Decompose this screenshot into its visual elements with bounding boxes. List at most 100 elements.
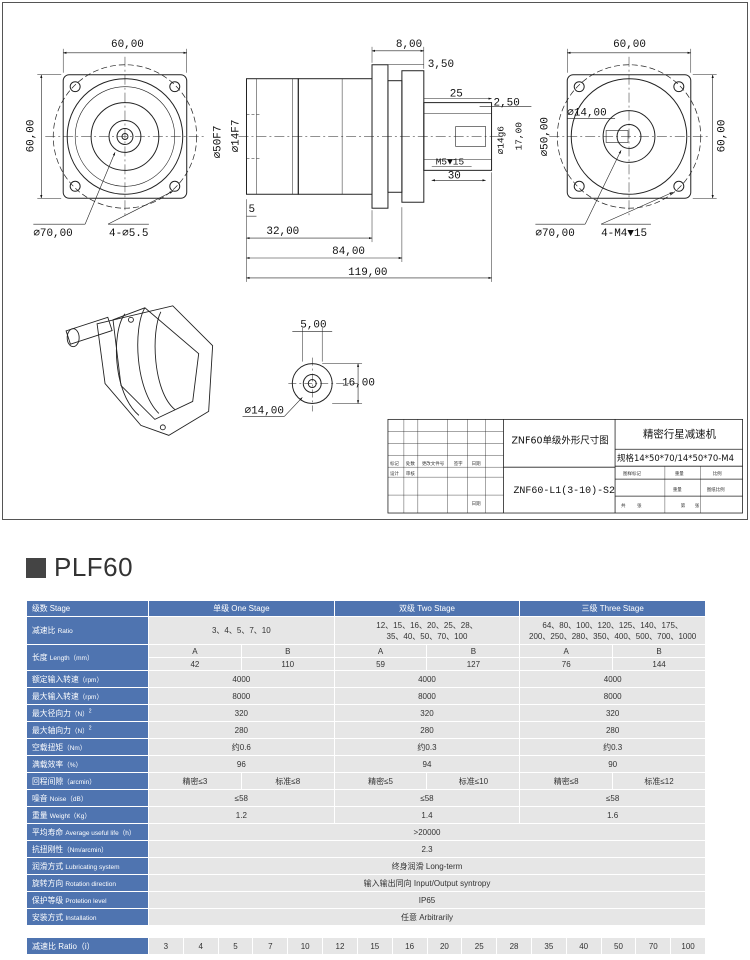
label-en: Length（mm） — [49, 655, 94, 662]
dim-rear-width: 60,00 — [613, 39, 646, 51]
label-en: （arcmin） — [63, 778, 96, 786]
ratio-cell: 40 — [565, 937, 602, 955]
dim-5: 5 — [248, 204, 255, 216]
cell: 59 — [333, 657, 428, 671]
dim-17: 17,00 — [513, 122, 524, 151]
dimension-labels: 60,00 60,00 ⌀70,00 4-⌀5.5 8,00 3,50 25 2… — [25, 39, 728, 418]
table-row: 润滑方式 Lubricating system 终身润滑 Long-term — [26, 857, 706, 875]
label-cn: 保护等级 — [32, 895, 64, 905]
ratio-label: 减速比 Ratio（i） — [26, 937, 149, 955]
cell: 精密≤5 — [333, 772, 428, 790]
ratio-cell: 25 — [461, 937, 498, 955]
label-en: （rpm） — [78, 676, 103, 684]
table-row: 抗扭刚性（Nm/arcmin） 2.3 — [26, 840, 706, 858]
table-row: 额定输入转速（rpm） 4000 4000 4000 — [26, 670, 706, 688]
cell: A — [519, 644, 614, 658]
cell: IP65 — [148, 891, 706, 909]
label-cn: 回程间隙 — [32, 776, 64, 786]
cell: A — [333, 644, 428, 658]
cell: 127 — [426, 657, 521, 671]
dim-30: 30 — [448, 170, 461, 182]
label-cn: 噪音 — [32, 793, 48, 803]
label-sup: 2 — [88, 724, 92, 731]
cell: 4000 — [333, 670, 521, 688]
label-en: （Nm） — [63, 744, 87, 752]
drawing-svg: 60,00 60,00 ⌀70,00 4-⌀5.5 8,00 3,50 25 2… — [25, 39, 743, 514]
tb-label: 处数 — [406, 460, 415, 467]
label-cn: 最大径向力 — [32, 708, 71, 718]
dim-350: 3,50 — [428, 59, 454, 71]
cell: 320 — [333, 704, 521, 722]
cell: 94 — [333, 755, 521, 773]
dim-50: ⌀50,00 — [539, 117, 551, 156]
cell: 144 — [612, 657, 706, 671]
ratio-cell: 5 — [217, 937, 254, 955]
heading-square-icon — [26, 557, 46, 578]
section-heading: PLF60 — [26, 552, 133, 583]
tb-label: 比例 — [713, 470, 722, 477]
dim-key-16: 16,00 — [342, 378, 375, 390]
cell: 输入输出同向 Input/Output syntropy — [148, 874, 706, 892]
cell: 110 — [240, 657, 335, 671]
table-row: 噪音 Noise（dB） ≤58 ≤58 ≤58 — [26, 789, 706, 807]
rear-view — [535, 48, 717, 225]
tb-label: 图样标记 — [623, 470, 641, 477]
ratio-cell: 100 — [670, 937, 706, 955]
cell: 任意 Arbitrarily — [148, 908, 706, 926]
dim-front-diameter: ⌀70,00 — [33, 228, 72, 240]
label-cn: 安装方式 — [32, 912, 64, 922]
cell: 280 — [148, 721, 335, 739]
cell: 终身润滑 Long-term — [148, 857, 706, 875]
label-cn: 重量 — [32, 810, 48, 820]
dim-50f7: ⌀50F7 — [213, 126, 225, 159]
label-cn: 润滑方式 — [32, 861, 64, 871]
label-en: Rotation direction — [65, 880, 116, 888]
label-en: Installation — [65, 914, 97, 922]
ratio-cell: 28 — [496, 937, 532, 955]
title-right: 精密行星减速机 — [643, 427, 717, 440]
cell: 3、4、5、7、10 — [148, 616, 335, 645]
tb-label: 重量 — [673, 486, 682, 493]
dim-14g6: ⌀14g6 — [496, 126, 507, 155]
tb-label: 日期 — [472, 501, 481, 507]
cell: 76 — [519, 657, 614, 671]
label-cn: 长度 — [32, 653, 48, 662]
dim-rear-diameter: ⌀70,00 — [535, 228, 574, 240]
cell: 320 — [148, 704, 335, 722]
cell: >20000 — [148, 823, 706, 841]
dim-8: 8,00 — [396, 39, 422, 51]
row-label: 最大径向力（N）2 — [26, 704, 149, 722]
cell: 约0.3 — [333, 738, 521, 756]
dim-119: 119,00 — [348, 267, 387, 279]
row-label: 抗扭刚性（Nm/arcmin） — [26, 840, 149, 858]
tb-label: 签字 — [454, 460, 463, 467]
cell: A — [148, 644, 242, 658]
label-cn: 空载扭矩 — [32, 742, 64, 752]
label-en: （N） — [70, 710, 89, 718]
tb-label: 张 — [637, 502, 642, 509]
label-en: Ratio — [57, 628, 73, 635]
table-row: 空载扭矩（Nm） 约0.6 约0.3 约0.3 — [26, 738, 706, 756]
cell: 精密≤3 — [148, 772, 242, 790]
title-block — [387, 418, 743, 514]
ratio-cell: 70 — [635, 937, 672, 955]
cell: ≤58 — [148, 789, 335, 807]
dim-14f7: ⌀14F7 — [231, 120, 243, 153]
key-section — [242, 327, 363, 417]
cell-line: 64、80、100、120、125、140、175、 — [542, 620, 683, 630]
cell: 64、80、100、120、125、140、175、200、250、280、35… — [519, 616, 706, 645]
label-cn: 减速比 — [32, 626, 56, 635]
label-cn: 平均寿命 — [32, 827, 64, 837]
table-header-row: 级数 Stage 单级 One Stage 双级 Two Stage 三级 Th… — [26, 600, 706, 617]
label-en: Weight（Kg） — [49, 812, 91, 820]
tb-label: 更改文件号 — [422, 460, 445, 467]
label-cn: 额定输入转速 — [32, 674, 79, 684]
header-three-stage: 三级 Three Stage — [519, 600, 706, 617]
label-cn: 旋转方向 — [32, 878, 64, 888]
cell: 标准≤12 — [612, 772, 706, 790]
table-row: 满载效率（%） 96 94 90 — [26, 755, 706, 773]
label-en: （rpm） — [78, 693, 103, 701]
row-label: 噪音 Noise（dB） — [26, 789, 149, 807]
header-one-stage: 单级 One Stage — [148, 600, 335, 617]
ratio-cell: 4 — [182, 937, 219, 955]
